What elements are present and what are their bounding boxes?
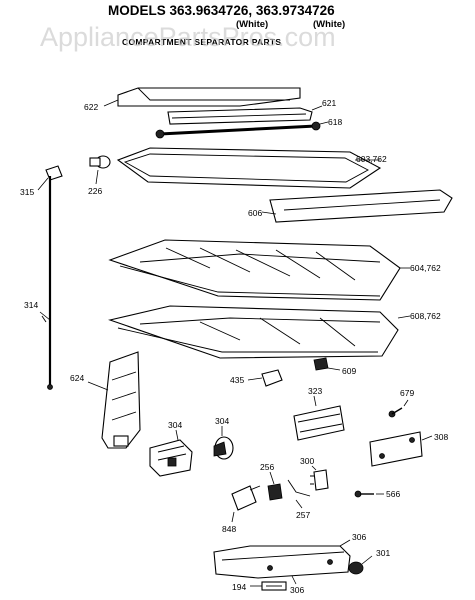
label-624: 624 — [70, 373, 84, 383]
section-title: COMPARTMENT SEPARATOR PARTS — [122, 37, 281, 47]
label-618: 618 — [328, 117, 342, 127]
label-300: 300 — [300, 456, 314, 466]
label-606: 606 — [248, 208, 262, 218]
part-608-pan — [108, 305, 411, 359]
part-315-rod — [37, 165, 63, 390]
label-604: 604,762 — [410, 263, 441, 273]
part-304-dial — [213, 426, 234, 460]
label-194: 194 — [232, 582, 246, 592]
label-301: 301 — [376, 548, 390, 558]
part-256-switch — [267, 471, 283, 501]
part-679-screw — [388, 399, 409, 418]
part-306-base — [213, 539, 351, 585]
part-566-screw — [354, 490, 384, 498]
label-314: 314 — [24, 300, 38, 310]
color-right: (White) — [313, 19, 345, 30]
label-304-left: 304 — [168, 420, 182, 430]
part-848-socket — [231, 485, 261, 523]
part-618-rod — [155, 121, 329, 139]
part-301-knob — [348, 555, 373, 575]
part-621-channel — [167, 105, 323, 125]
label-609: 609 — [342, 366, 356, 376]
label-622: 622 — [84, 102, 98, 112]
label-621: 621 — [322, 98, 336, 108]
part-194-strip — [250, 581, 287, 591]
label-323: 323 — [308, 386, 322, 396]
label-306-top: 306 — [352, 532, 366, 542]
part-435-clip — [247, 369, 283, 387]
part-609-clip — [313, 357, 341, 371]
label-848: 848 — [222, 524, 236, 534]
label-306-bottom: 306 — [290, 585, 304, 595]
diagram-header: MODELS 363.9634726, 363.9734726 (White) … — [108, 3, 345, 47]
label-257: 257 — [296, 510, 310, 520]
part-604-shelf — [108, 239, 410, 301]
models-title: MODELS 363.9634726, 363.9734726 — [108, 3, 335, 18]
label-679: 679 — [400, 388, 414, 398]
part-606-cover — [261, 189, 453, 223]
part-300-switch — [310, 465, 329, 491]
label-226: 226 — [88, 186, 102, 196]
part-323-bracket — [293, 395, 345, 441]
part-304-housing — [149, 429, 193, 477]
label-603: 603,762 — [356, 154, 387, 164]
label-256: 256 — [260, 462, 274, 472]
watermark: AppliancePartsPros.com — [40, 22, 336, 52]
part-622-cover — [103, 87, 301, 107]
part-257-wire — [287, 479, 311, 509]
label-566: 566 — [386, 489, 400, 499]
label-608: 608,762 — [410, 311, 441, 321]
part-624-panel — [87, 351, 141, 449]
label-315: 315 — [20, 187, 34, 197]
part-labels: 622 621 618 603,762 315 226 606 604,762 … — [20, 98, 448, 595]
label-435: 435 — [230, 375, 244, 385]
label-304-dial: 304 — [215, 416, 229, 426]
color-left: (White) — [236, 19, 268, 30]
part-308-plate — [369, 431, 433, 467]
part-603-shelf — [116, 147, 382, 189]
part-226-knob — [89, 155, 111, 185]
label-308: 308 — [434, 432, 448, 442]
